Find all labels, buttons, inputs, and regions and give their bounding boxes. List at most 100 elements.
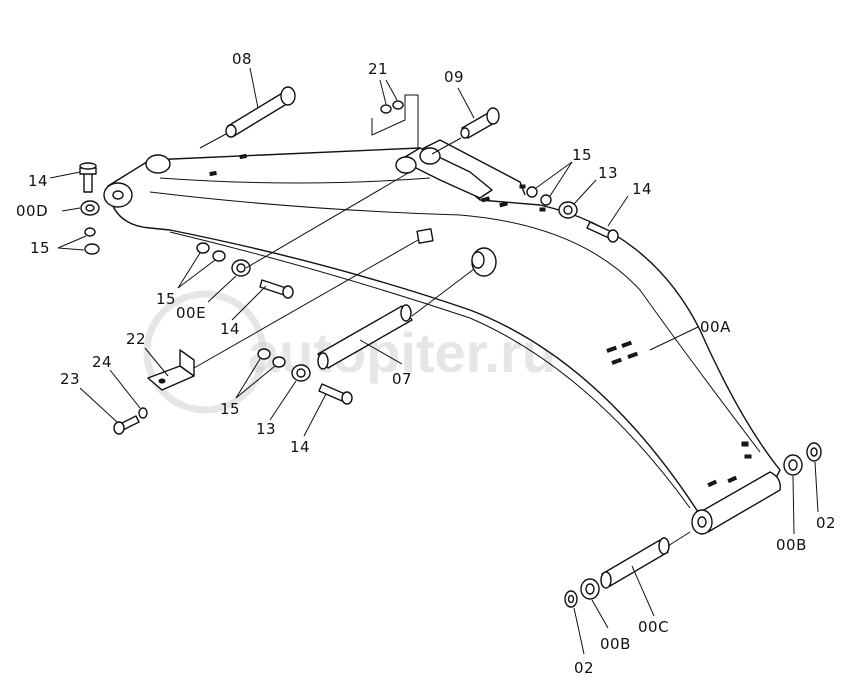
pin-00C-axis	[667, 531, 691, 547]
pin-00C-shaft	[601, 539, 669, 587]
boom-slot	[727, 475, 738, 484]
bushing-13-right-hole	[563, 205, 573, 215]
boom-bracket-boss-right	[419, 147, 441, 165]
bolt-23-head	[113, 421, 125, 435]
leader-21b	[385, 79, 398, 101]
collar-00D-hole	[85, 204, 95, 212]
right-fasteners	[526, 161, 629, 243]
shim-group-21	[371, 79, 419, 148]
bushing-00B-right-hole	[788, 459, 798, 471]
pin-07	[317, 247, 497, 370]
boom-slot	[707, 479, 718, 488]
callout-21: 21	[368, 60, 388, 78]
tip-right-parts	[783, 442, 822, 535]
tip-bottom-parts	[564, 531, 691, 655]
callout-13-low: 13	[256, 420, 276, 438]
pin-07-axis	[411, 265, 479, 317]
washer-15-right-a	[526, 186, 538, 198]
boom-lower-edge	[169, 231, 691, 509]
top-left-fasteners	[49, 162, 100, 255]
leader-15-low-a	[235, 358, 261, 399]
leader-15-low-b	[235, 365, 276, 399]
callout-00E: 00E	[176, 304, 206, 322]
boom-slot	[239, 153, 247, 160]
callout-00B-bottom: 00B	[600, 635, 631, 653]
leader-14-right	[607, 195, 629, 227]
boom-tip-hole	[697, 516, 707, 528]
boom-slot	[481, 196, 490, 203]
pin-09-tip	[460, 127, 470, 139]
washer-24	[138, 407, 148, 419]
callout-00C: 00C	[638, 618, 669, 636]
boom-slot	[499, 201, 508, 208]
boom-slot	[621, 340, 633, 348]
boom-slot	[611, 357, 623, 365]
bracket-assembly	[79, 228, 434, 435]
callout-00B-right: 00B	[776, 536, 807, 554]
pin-08-head	[280, 86, 296, 106]
callout-00D: 00D	[16, 202, 48, 220]
washer-02-right-hole	[810, 447, 818, 457]
leader-14-top-left	[49, 171, 81, 179]
leader-13-right	[573, 179, 597, 205]
leader-13-low	[269, 380, 297, 421]
bracket-axis	[193, 235, 426, 369]
callout-15-low: 15	[220, 400, 240, 418]
washer-02-bottom-hole	[567, 594, 575, 604]
callout-09: 09	[444, 68, 464, 86]
bracket-22-hole	[158, 378, 166, 384]
callout-00A: 00A	[700, 318, 731, 336]
leader-24	[109, 369, 141, 409]
leader-07	[359, 339, 403, 365]
callout-15-top-left: 15	[30, 239, 50, 257]
pin-08-axis	[199, 133, 227, 149]
washer-15-right-b	[540, 194, 552, 206]
washer-15-low-b	[272, 356, 286, 368]
leader-02-right	[814, 461, 819, 513]
mid-left-fasteners	[177, 171, 411, 321]
washer-15-top-left-b	[84, 243, 100, 255]
boom-slot	[741, 441, 749, 447]
boom-slot	[606, 345, 618, 353]
leader-00B-bottom	[591, 599, 609, 629]
leader-00D	[61, 207, 81, 212]
leader-15-top-left-b	[57, 247, 85, 251]
leader-14-mid	[231, 285, 267, 321]
washer-15-mid-b	[212, 250, 226, 262]
callout-02-right: 02	[816, 514, 836, 532]
pin-00C-end	[658, 537, 670, 555]
leader-02-bottom	[573, 607, 585, 655]
leader-15-mid-a	[177, 252, 201, 289]
shim-21-bracket	[371, 94, 419, 148]
callout-14-low: 14	[290, 438, 310, 456]
pin-09-axis	[431, 137, 462, 155]
boom-slot	[627, 351, 639, 359]
callout-24: 24	[92, 353, 112, 371]
pin-07-end	[400, 304, 412, 322]
callout-15-mid: 15	[156, 290, 176, 308]
pin-09-head	[486, 107, 500, 125]
washer-15-top-left-a	[84, 227, 96, 237]
bushing-13-low-hole	[296, 368, 306, 378]
pin-00C-tail	[600, 571, 612, 589]
boom-foot-boss-right	[145, 154, 171, 174]
callout-14-right: 14	[632, 180, 652, 198]
leader-22	[144, 347, 169, 377]
boom-bushing-mid-hole	[471, 251, 485, 269]
shim-21a	[380, 104, 392, 114]
callout-07: 07	[392, 370, 412, 388]
low-fasteners	[235, 348, 353, 437]
collar-00E-hole	[236, 263, 246, 273]
leader-14-low	[303, 393, 327, 437]
leader-09	[457, 87, 475, 119]
leader-08	[249, 67, 259, 109]
callout-02-bottom: 02	[574, 659, 594, 677]
boom-inner-edge	[149, 191, 761, 453]
leader-00B-right	[792, 475, 795, 535]
boom-tip-boss	[694, 471, 781, 533]
leader-21a	[379, 79, 387, 105]
pin-09	[431, 87, 500, 155]
callout-08: 08	[232, 50, 252, 68]
boom-bracket-boss-left	[395, 156, 417, 174]
